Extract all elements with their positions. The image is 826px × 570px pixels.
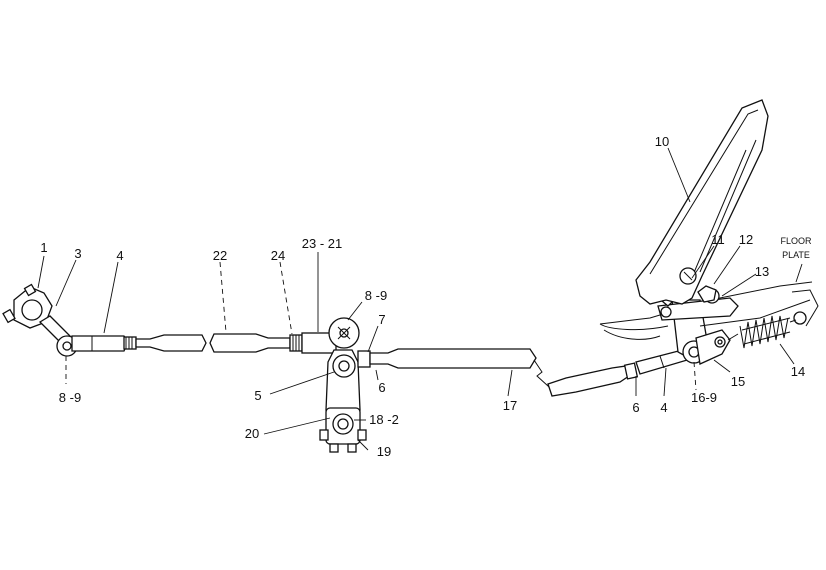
brake-pedal-10 (635, 99, 769, 305)
left-rod-end-4 (71, 334, 207, 352)
label-22: 22 (213, 248, 227, 263)
label-19: 19 (377, 444, 391, 459)
bellcrank-5 (319, 349, 367, 453)
long-rod-17 (357, 348, 639, 397)
label-plate: PLATE (782, 250, 810, 260)
label-16-9: 16-9 (691, 390, 717, 405)
label-4-right: 4 (660, 400, 667, 415)
label-23-21: 23 - 21 (302, 236, 342, 251)
label-8-9-center: 8 -9 (365, 288, 387, 303)
label-15: 15 (731, 374, 745, 389)
left-clamp-assembly (2, 283, 78, 357)
label-1: 1 (40, 240, 47, 255)
label-6-right: 6 (632, 400, 639, 415)
label-17: 17 (503, 398, 517, 413)
label-18-2: 18 -2 (369, 412, 399, 427)
leader-lines (37, 147, 803, 451)
label-12: 12 (739, 232, 753, 247)
label-20: 20 (245, 426, 259, 441)
label-4-left: 4 (116, 248, 123, 263)
label-7: 7 (378, 312, 385, 327)
center-rod-22 (209, 317, 360, 354)
label-floor: FLOOR (780, 236, 812, 246)
callout-labels: 1 3 4 8 -9 22 24 23 - 21 8 -9 7 5 6 20 1… (40, 134, 812, 459)
label-13: 13 (755, 264, 769, 279)
label-3: 3 (74, 246, 81, 261)
label-6-center: 6 (378, 380, 385, 395)
label-11: 11 (711, 232, 725, 247)
spring-14 (727, 311, 807, 349)
label-14: 14 (791, 364, 805, 379)
label-10: 10 (655, 134, 669, 149)
label-8-9-left: 8 -9 (59, 390, 81, 405)
label-24: 24 (271, 248, 285, 263)
label-5: 5 (254, 388, 261, 403)
